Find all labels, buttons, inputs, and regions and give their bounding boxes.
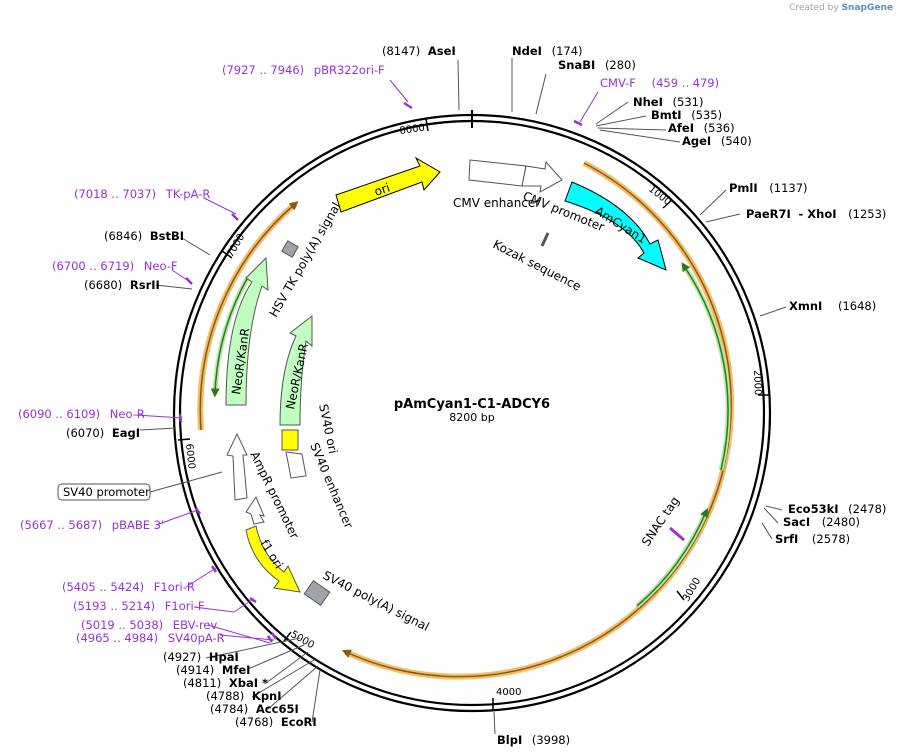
enzyme-ecori[interactable]: (4768) EcoRI xyxy=(235,715,317,729)
enzyme-bstbi[interactable]: (6846) BstBI xyxy=(104,229,184,243)
enzyme-ndei[interactable]: NdeI (174) xyxy=(512,44,583,58)
enzyme-labels: (8147) AseI NdeI (174) SnaBI (280) NheI … xyxy=(66,44,886,747)
primer-labels: (7927 .. 7946) pBR322ori-F CMV-F (459 ..… xyxy=(18,63,719,645)
primer-sv40pa-r[interactable]: (4965 .. 4984) SV40pA-R xyxy=(76,631,225,645)
enzyme-leaders xyxy=(139,58,787,735)
enzyme-asei[interactable]: (8147) AseI xyxy=(382,44,456,58)
enzyme-snabi[interactable]: SnaBI (280) xyxy=(558,58,636,72)
plasmid-size: 8200 bp xyxy=(449,411,494,424)
feature-cmv-enhancer: CMV enhancer xyxy=(453,159,540,210)
enzyme-hpai[interactable]: (4927) HpaI xyxy=(163,650,239,664)
enzyme-eco53ki[interactable]: Eco53kI (2478) xyxy=(788,502,886,516)
feature-sv40-polya: SV40 poly(A) signal xyxy=(303,568,432,634)
feature-sv40-enhancer: SV40 enhancer xyxy=(285,441,356,531)
feature-ori: ori xyxy=(335,156,441,213)
tick-label-3000: 3000 xyxy=(681,576,703,604)
ori-label: ori xyxy=(372,181,391,199)
enzyme-xbai[interactable]: (4811) XbaI * xyxy=(183,676,268,690)
primer-leaders xyxy=(135,79,599,644)
cmv-enhancer-label: CMV enhancer xyxy=(453,196,540,210)
tick-label-7000: 7000 xyxy=(225,232,247,260)
tick-label-5000: 5000 xyxy=(289,629,317,651)
sv40-promoter-box-label: SV40 promoter xyxy=(63,485,150,499)
feature-kozak: Kozak sequence xyxy=(491,232,584,294)
primer-f1ori-f[interactable]: (5193 .. 5214) F1ori-F xyxy=(73,599,204,613)
enzyme-srfi[interactable]: SrfI (2578) xyxy=(775,532,850,546)
primer-pbabe3[interactable]: (5667 .. 5687) pBABE 3' xyxy=(20,518,164,532)
enzyme-bmti[interactable]: BmtI (535) xyxy=(651,108,722,122)
enzyme-eagi[interactable]: (6070) EagI xyxy=(66,426,140,440)
primer-neo-f[interactable]: (6700 .. 6719) Neo-F xyxy=(52,259,178,273)
snac-label: SNAC tag xyxy=(639,494,682,549)
sv40-promoter-box[interactable]: SV40 promoter xyxy=(57,471,223,501)
tick-label-2000: 2000 xyxy=(751,370,763,396)
enzyme-kpni[interactable]: (4788) KpnI xyxy=(206,689,282,703)
enzyme-xmni[interactable]: XmnI (1648) xyxy=(789,299,876,313)
sv40-enhancer-label: SV40 enhancer xyxy=(307,441,356,531)
tick-label-4000: 4000 xyxy=(496,687,521,698)
tick-label-6000: 6000 xyxy=(183,443,197,469)
sv40-polya-label: SV40 poly(A) signal xyxy=(321,568,432,634)
primer-f1ori-r[interactable]: (5405 .. 5424) F1ori-R xyxy=(62,580,195,594)
tick-label-8000: 8000 xyxy=(399,123,426,137)
enzyme-paer7i-xhoi[interactable]: PaeR7I - XhoI (1253) xyxy=(746,207,886,221)
watermark: Created by SnapGene xyxy=(789,3,893,13)
feature-neo-outer: NeoR/KanR xyxy=(225,256,269,406)
enzyme-rsrii[interactable]: (6680) RsrII xyxy=(84,278,160,292)
plasmid-name: pAmCyan1-C1-ADCY6 xyxy=(394,397,550,412)
enzyme-afei[interactable]: AfeI (536) xyxy=(668,121,735,135)
kozak-label: Kozak sequence xyxy=(491,237,584,293)
primer-neo-r[interactable]: (6090 .. 6109) Neo-R xyxy=(18,407,145,421)
tick-label-1000: 1000 xyxy=(646,184,673,208)
feature-snac: SNAC tag xyxy=(639,494,685,549)
feature-neo-inner: NeoR/KanR xyxy=(279,314,313,426)
primer-ebv-rev[interactable]: (5019 .. 5038) EBV-rev xyxy=(81,618,217,632)
orf-band xyxy=(197,160,735,680)
enzyme-mfei[interactable]: (4914) MfeI xyxy=(176,663,250,677)
enzyme-acc65i[interactable]: (4784) Acc65I xyxy=(210,702,299,716)
enzyme-agei[interactable]: AgeI (540) xyxy=(682,134,752,148)
enzyme-nhei[interactable]: NheI (531) xyxy=(633,95,703,109)
enzyme-pmli[interactable]: PmlI (1137) xyxy=(729,181,808,195)
primer-pbr322ori-f[interactable]: (7927 .. 7946) pBR322ori-F xyxy=(222,63,385,77)
primer-cmv-f[interactable]: CMV-F (459 .. 479) xyxy=(600,76,719,90)
enzyme-blpi[interactable]: BlpI (3998) xyxy=(497,733,570,747)
enzyme-saci[interactable]: SacI (2480) xyxy=(783,515,860,529)
primer-tk-pa-r[interactable]: (7018 .. 7037) TK-pA-R xyxy=(74,187,210,201)
